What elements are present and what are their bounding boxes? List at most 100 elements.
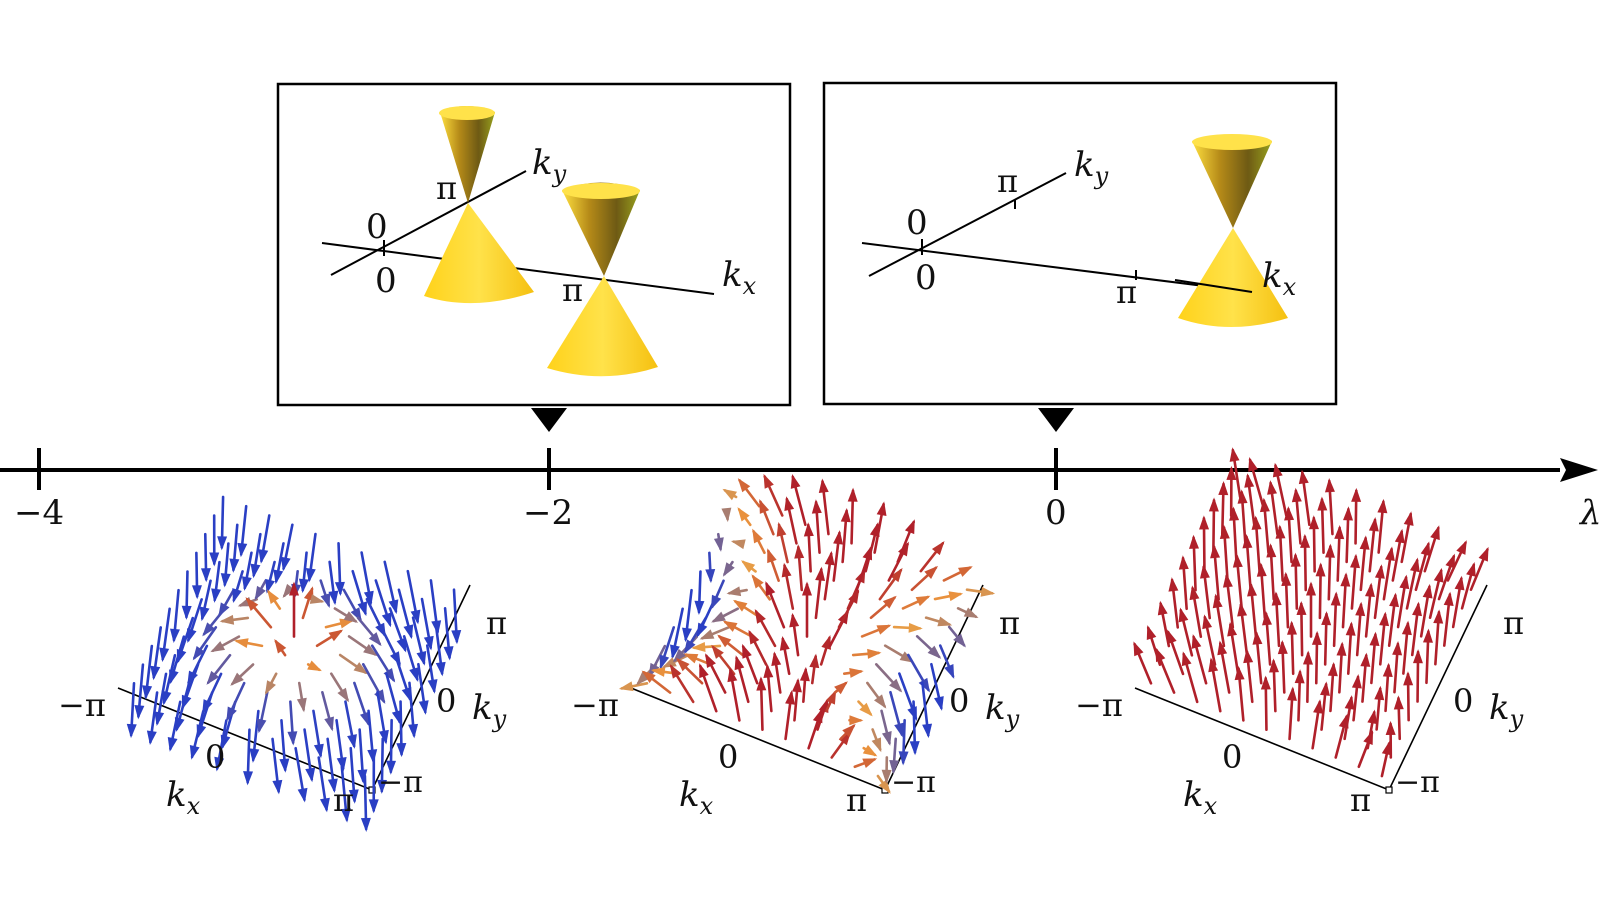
field-arrow: [956, 607, 979, 619]
field-neg-pi-x-label: −π: [58, 686, 106, 724]
field-arrow: [209, 514, 220, 567]
field-arrow: [451, 588, 462, 645]
field-arrow: [857, 700, 873, 717]
field-arrow: [1437, 553, 1456, 601]
field-arrow: [154, 672, 168, 726]
field-arrow: [1202, 614, 1217, 666]
field-arrow: [1252, 630, 1263, 685]
field-arrow: [1287, 686, 1297, 741]
field-arrow: [383, 560, 399, 615]
field-arrow: [1168, 577, 1180, 629]
field-arrow: [294, 746, 308, 803]
field-arrow: [734, 655, 750, 704]
field-arrow: [150, 626, 163, 681]
field-arrow: [279, 719, 290, 773]
field-arrow: [1262, 610, 1272, 666]
field-arrow: [1366, 709, 1378, 750]
field-arrow: [1378, 611, 1390, 666]
field-arrow: [710, 579, 725, 610]
field-arrow: [241, 551, 253, 591]
field-arrow: [924, 616, 953, 627]
field-pi-y-label: π: [1503, 604, 1524, 642]
field-arrow: [321, 691, 334, 732]
field-arrow: [254, 579, 267, 601]
field-kx-label: kx: [166, 775, 201, 820]
field-arrow: [370, 644, 396, 683]
field-arrow: [361, 663, 386, 704]
field-arrow: [1369, 631, 1380, 685]
field-arrow: [348, 746, 359, 804]
lambda-tick-label-0: 0: [1045, 493, 1067, 533]
field-arrow: [368, 756, 379, 814]
field-arrow: [1229, 447, 1242, 499]
field-arrow: [219, 614, 250, 625]
field-arrow: [811, 499, 822, 554]
field-arrow: [1325, 543, 1335, 601]
field-arrow: [832, 530, 844, 582]
lambda-axis-arrowhead: [1560, 458, 1598, 482]
lambda-tick-label-minus2: −2: [523, 493, 573, 533]
field-arrow: [933, 591, 964, 602]
inset-left-ky-axis: [330, 170, 527, 276]
field-arrow: [1374, 685, 1385, 731]
field-arrow: [408, 681, 419, 739]
field-zero-x-label: 0: [205, 738, 225, 776]
field-arrow: [351, 569, 368, 617]
field-arrow: [727, 667, 741, 722]
field-arrow: [226, 681, 246, 722]
field-arrow: [1133, 641, 1153, 685]
field-arrow: [1324, 478, 1335, 536]
field-arrow: [210, 635, 241, 653]
field-arrow: [1469, 546, 1489, 591]
field-zero-x-label: 0: [1222, 738, 1242, 776]
field-arrow: [218, 588, 235, 618]
field-pi-x-label: π: [1350, 781, 1371, 819]
field-arrow: [873, 501, 887, 554]
field-arrow: [1234, 665, 1245, 722]
field-arrow: [763, 473, 784, 517]
field-arrow: [842, 667, 864, 678]
field-arrow: [1281, 571, 1292, 629]
field-arrow: [794, 544, 805, 592]
field-arrow: [1414, 541, 1431, 592]
field-arrow: [909, 700, 920, 756]
inset-panel-left: 0 0 π π ky kx: [276, 82, 792, 407]
field-arrow: [823, 550, 835, 601]
field-arrow: [357, 728, 368, 784]
field-arrow: [921, 681, 933, 739]
field-arrow: [853, 758, 878, 769]
field-arrow: [1284, 506, 1295, 564]
field-arrow: [1380, 740, 1392, 778]
field-arrow: [862, 744, 878, 757]
field-pi-y-label: π: [999, 604, 1020, 642]
field-arrow: [1287, 620, 1298, 676]
field-pi-x-label: π: [846, 781, 867, 819]
field-arrow: [1321, 611, 1332, 666]
field-arrow: [1368, 517, 1379, 573]
field-arrow: [233, 638, 264, 649]
field-arrow: [347, 635, 378, 657]
field-arrow: [338, 653, 368, 675]
field-arrow: [726, 586, 748, 597]
field-arrow: [1410, 601, 1423, 657]
field-arrow: [146, 691, 159, 746]
dirac-cone-left-a: [424, 106, 534, 304]
field-arrow: [1219, 524, 1230, 583]
field-arrow: [1242, 534, 1253, 592]
field-arrow: [230, 663, 255, 686]
field-arrow: [779, 636, 791, 676]
field-arrow: [192, 626, 218, 661]
field-arrow: [896, 519, 915, 564]
field-arrow: [443, 607, 454, 661]
field-arrow: [938, 644, 955, 679]
field-arrow: [1336, 641, 1347, 694]
field-arrow: [1251, 515, 1262, 573]
field-arrow: [781, 562, 795, 610]
field-arrow: [722, 620, 754, 638]
field-arrow: [776, 521, 789, 564]
field-neg-pi-x-label: −π: [571, 686, 619, 724]
field-arrow: [176, 616, 195, 664]
field-arrow: [187, 598, 203, 644]
field-arrow: [142, 644, 154, 700]
